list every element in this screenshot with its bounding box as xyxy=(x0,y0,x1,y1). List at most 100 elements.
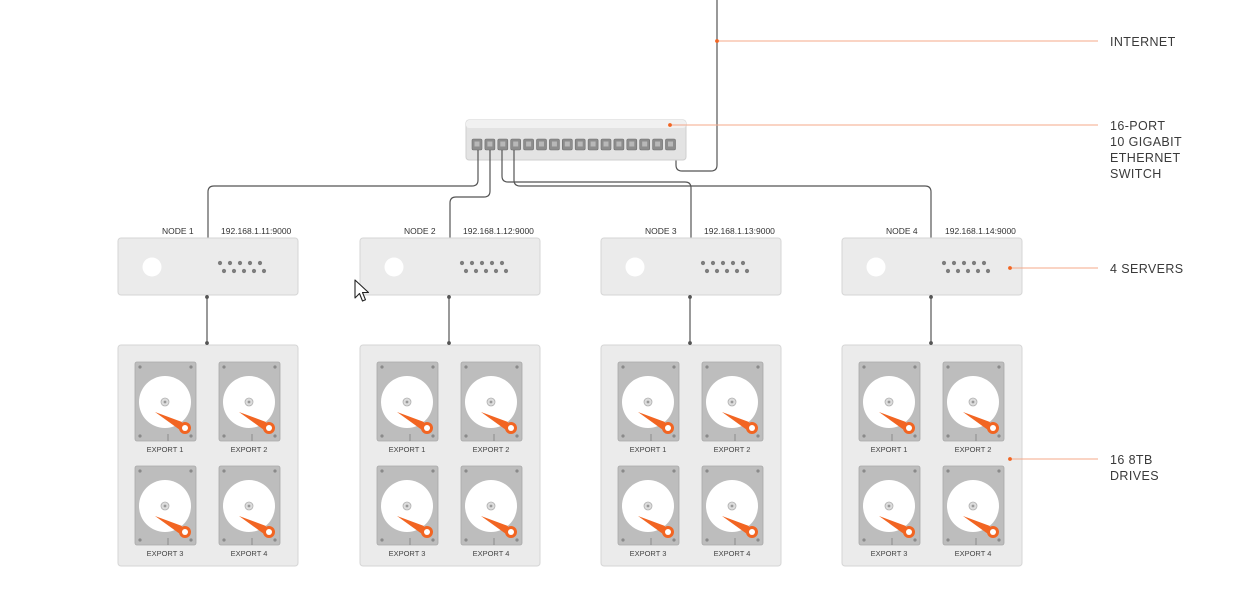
server-vent-dot xyxy=(463,268,469,274)
drive-screw xyxy=(946,434,950,438)
server-vent-dot xyxy=(489,260,495,266)
switch-port-pin xyxy=(629,141,635,147)
server-icon xyxy=(600,237,782,296)
node-name: NODE 2 xyxy=(404,226,436,236)
server-vent-dot xyxy=(955,268,961,274)
drive-screw xyxy=(431,365,435,369)
internet-leader-dot xyxy=(715,39,719,43)
drive-screw xyxy=(913,365,917,369)
server-icon xyxy=(841,237,1023,296)
switch-port-pin xyxy=(590,141,596,147)
drive-screw xyxy=(380,365,384,369)
server-vent-dot xyxy=(257,260,263,266)
switch-port-pin xyxy=(551,141,557,147)
server-vent-dot xyxy=(981,260,987,266)
server-vent-dot xyxy=(710,260,716,266)
export-label: EXPORT 3 xyxy=(146,549,184,558)
drive-spindle-center xyxy=(971,400,975,404)
switch-top-face xyxy=(466,120,686,128)
server-chassis xyxy=(117,237,299,296)
server-vent-dot xyxy=(700,260,706,266)
export-label: EXPORT 4 xyxy=(713,549,751,558)
link-dot xyxy=(929,341,933,345)
drive-spindle-center xyxy=(163,400,167,404)
drive-screw xyxy=(189,469,193,473)
server-vent-dot xyxy=(975,268,981,274)
drive-screw xyxy=(997,434,1001,438)
drive-screw xyxy=(515,469,519,473)
server-vent-dot xyxy=(503,268,509,274)
hard-drive-icon xyxy=(460,361,523,442)
server-vent-dot xyxy=(985,268,991,274)
hard-drive-icon xyxy=(134,361,197,442)
drive-actuator-pivot-center xyxy=(906,529,912,535)
export-label: EXPORT 2 xyxy=(230,445,268,454)
server-vent-dot xyxy=(740,260,746,266)
drive-screw xyxy=(672,469,676,473)
drive-screw xyxy=(997,538,1001,542)
server-vent-dot xyxy=(951,260,957,266)
drive-screw xyxy=(138,469,142,473)
drive-actuator-arm xyxy=(879,412,906,430)
drive-screw xyxy=(862,434,866,438)
hard-drive-icon xyxy=(376,465,439,546)
export-label: EXPORT 1 xyxy=(870,445,908,454)
node-ip-address: 192.168.1.12:9000 xyxy=(463,226,534,236)
hard-drive-icon xyxy=(617,465,680,546)
drive-screw xyxy=(515,434,519,438)
drive-actuator-arm xyxy=(722,516,749,534)
server-power-button xyxy=(142,257,162,277)
drive-actuator-arm xyxy=(638,516,665,534)
server-chassis xyxy=(841,237,1023,296)
switch-port-pin xyxy=(513,141,519,147)
drive-screw xyxy=(431,538,435,542)
server-vent-dot xyxy=(221,268,227,274)
export-label: EXPORT 2 xyxy=(472,445,510,454)
drive-actuator-arm xyxy=(481,412,508,430)
server-vent-dot xyxy=(231,268,237,274)
hard-drive-icon xyxy=(858,361,921,442)
drive-screw xyxy=(222,365,226,369)
drive-actuator-pivot-center xyxy=(508,529,514,535)
server-chassis xyxy=(359,237,541,296)
server-power-button xyxy=(625,257,645,277)
export-label: EXPORT 4 xyxy=(230,549,268,558)
drive-screw xyxy=(756,538,760,542)
drive-screw xyxy=(273,434,277,438)
drive-screw xyxy=(138,434,142,438)
drive-actuator-pivot-center xyxy=(990,425,996,431)
switch-port-pin xyxy=(526,141,532,147)
drive-spindle-center xyxy=(247,400,251,404)
drive-actuator-arm xyxy=(963,516,990,534)
hard-drive-icon xyxy=(460,465,523,546)
node-ip-address: 192.168.1.11:9000 xyxy=(221,226,292,236)
drive-screw xyxy=(189,365,193,369)
hard-drive-icon xyxy=(218,361,281,442)
drive-actuator-arm xyxy=(397,412,424,430)
server-chassis xyxy=(600,237,782,296)
server-vent-dot xyxy=(724,268,730,274)
drive-screw xyxy=(222,434,226,438)
drive-screw xyxy=(705,469,709,473)
node-ip-address: 192.168.1.14:9000 xyxy=(945,226,1016,236)
server-vent-dot xyxy=(237,260,243,266)
export-label: EXPORT 2 xyxy=(954,445,992,454)
drive-actuator-arm xyxy=(239,412,266,430)
hard-drive-icon xyxy=(858,465,921,546)
drive-screw xyxy=(464,434,468,438)
drive-screw xyxy=(464,365,468,369)
switch-port-pin xyxy=(668,141,673,147)
hard-drive-icon xyxy=(701,361,764,442)
node-group-4 xyxy=(841,237,1023,567)
drive-screw xyxy=(138,538,142,542)
server-vent-dot xyxy=(714,268,720,274)
switch-port-pin xyxy=(539,141,544,147)
export-label: EXPORT 3 xyxy=(629,549,667,558)
mouse-pointer-icon xyxy=(354,279,370,302)
drive-actuator-pivot-center xyxy=(266,425,272,431)
drive-screw xyxy=(222,469,226,473)
hard-drive-icon xyxy=(376,361,439,442)
switch-port-pin xyxy=(616,141,622,147)
